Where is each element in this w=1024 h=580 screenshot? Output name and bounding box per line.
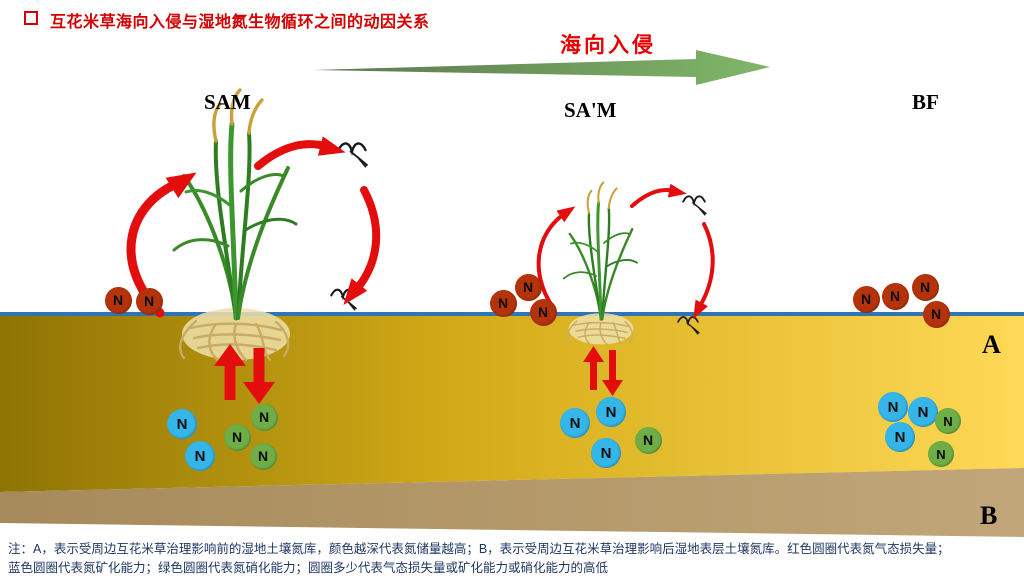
sam-prime-flux-arrows bbox=[583, 346, 623, 396]
sam-flux-arrows bbox=[214, 344, 275, 404]
bird-icon bbox=[337, 142, 369, 168]
zone-b-label: B bbox=[980, 501, 998, 530]
slide-title-row: 互花米草海向入侵与湿地氮生物循环之间的动因关系 bbox=[24, 8, 430, 32]
bird-icon bbox=[682, 195, 707, 216]
sam-cycle-arrowheads bbox=[165, 136, 368, 306]
sam-prime-cycle-arrows bbox=[536, 188, 715, 308]
sam-cycle-arrows bbox=[126, 140, 381, 318]
sam-prime-cycle-arrowheads bbox=[556, 183, 708, 319]
invasion-direction-label: 海向入侵 bbox=[560, 34, 656, 57]
soil-layer-b bbox=[0, 468, 1024, 537]
plant-sam bbox=[174, 90, 296, 360]
zone-a-label: A bbox=[982, 330, 1001, 359]
figure-note-line2: 蓝色圆圈代表氮矿化能力；绿色圆圈代表氮硝化能力；圆圈多少代表气态损失量或矿化能力… bbox=[8, 560, 609, 575]
slide-title: 互花米草海向入侵与湿地氮生物循环之间的动因关系 bbox=[50, 14, 430, 31]
invasion-arrow bbox=[314, 50, 770, 85]
figure-note-line1: 注：A，表示受周边互花米草治理影响前的湿地土壤氮库，颜色越深代表氮储量越高；B，… bbox=[8, 542, 950, 556]
figure-note: 注：A，表示受周边互花米草治理影响前的湿地土壤氮库，颜色越深代表氮储量越高；B，… bbox=[8, 540, 1020, 578]
label-sam-prime: SA'M bbox=[564, 98, 617, 122]
label-sam: SAM bbox=[204, 90, 251, 114]
title-bullet-icon bbox=[24, 11, 38, 25]
label-bf: BF bbox=[912, 90, 939, 114]
soil-layer-a bbox=[0, 316, 1024, 492]
